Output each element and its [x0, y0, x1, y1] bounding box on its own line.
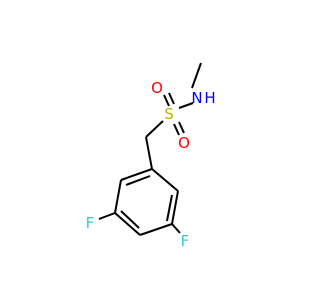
bond-c-f-left — [98, 212, 116, 220]
bond-ring-inner-2 — [120, 210, 140, 229]
molecule-diagram: O S N H O F F — [86, 62, 216, 250]
atom-oxygen-top: O — [151, 79, 163, 97]
atom-labels: O S N H O F F — [86, 79, 216, 250]
atom-nitrogen: N — [191, 89, 202, 107]
bond-ring-6 — [120, 168, 153, 181]
bond-ring-4 — [114, 212, 141, 236]
atom-sulfur: S — [164, 105, 174, 123]
bond-s-o-bottom-b — [178, 121, 185, 134]
bond-methyl-n — [191, 62, 202, 89]
bond-c-f-right — [171, 223, 181, 234]
bond-ring-3 — [139, 223, 173, 236]
bond-ring-5 — [114, 179, 122, 214]
bond-s-ch2 — [145, 120, 164, 138]
bond-ch2-ring — [145, 136, 153, 170]
bond-ring-1 — [151, 168, 179, 192]
atom-fluorine-left: F — [86, 214, 95, 232]
structure-svg: O S N H O F F — [86, 62, 216, 250]
atom-oxygen-bottom: O — [178, 134, 190, 152]
bond-n-s — [178, 102, 194, 109]
bond-s-o-bottom-a — [173, 123, 180, 136]
atom-hydrogen: H — [204, 89, 215, 107]
bond-ring-inner-1 — [166, 194, 173, 222]
bond-ring-2 — [171, 190, 179, 225]
bond-s-o-top-b — [168, 92, 175, 105]
bonds-group — [98, 62, 202, 236]
bond-ring-inner-3 — [125, 175, 151, 186]
atom-fluorine-right: F — [181, 232, 190, 250]
bond-s-o-top-a — [163, 94, 170, 107]
